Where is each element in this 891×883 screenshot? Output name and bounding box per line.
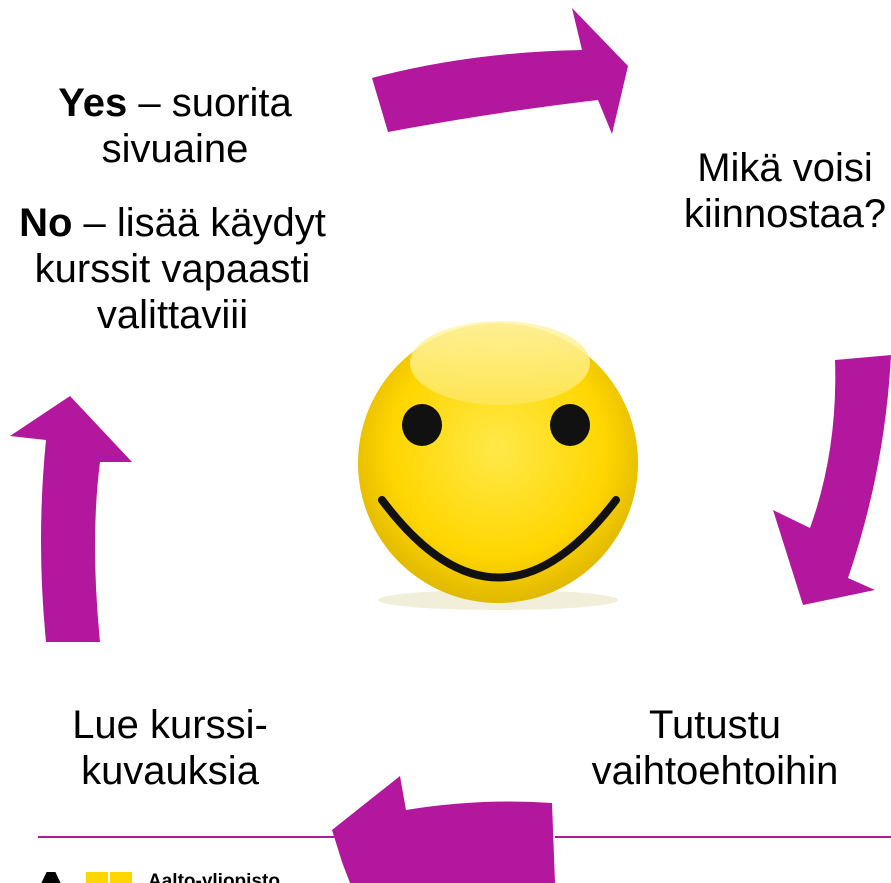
arrow-right-icon [773,355,891,605]
label-mika-line2: kiinnostaa? [683,192,887,236]
label-yes-rest: – suorita [127,81,292,125]
arrow-left-icon [10,396,132,642]
logo-quote-icon [110,872,132,883]
logo-a-icon [40,872,62,883]
arrow-bottom-icon [332,776,555,883]
label-lue-line1: Lue kurssi- [72,703,268,747]
label-lue-line2: kuvauksia [81,749,259,793]
label-yes-line2: sivuaine [101,127,249,171]
label-tutustu: Tutustu vaihtoehtoihin [560,702,870,794]
label-lue: Lue kurssi- kuvauksia [40,702,300,794]
label-no-line3: valittaviii [96,293,249,337]
label-tutustu-line2: vaihtoehtoihin [591,749,839,793]
label-mika-line1: Mikä voisi [697,146,873,190]
smiley-face-icon [358,321,638,610]
footer-rule-right [555,836,891,838]
label-tutustu-line1: Tutustu [649,703,781,747]
label-yes-bold: Yes [58,81,128,125]
label-no-line2: kurssit vapaasti [34,247,311,291]
smile [378,496,620,582]
right-eye [550,404,590,446]
label-yes: Yes – suorita sivuaine [20,80,330,172]
footer-rule-left [38,836,336,838]
label-mika: Mikä voisi kiinnostaa? [660,145,891,237]
arrow-top-icon [372,8,628,134]
label-no-bold: No [19,201,73,245]
label-no: No – lisää käydyt kurssit vapaasti valit… [0,200,345,338]
logo-text: Aalto-yliopisto [148,871,280,883]
aalto-logo: Aalto-yliopisto [40,868,340,883]
label-no-rest: – lisää käydyt [72,201,326,245]
left-eye [402,404,442,446]
logo-quote-icon [86,872,108,883]
